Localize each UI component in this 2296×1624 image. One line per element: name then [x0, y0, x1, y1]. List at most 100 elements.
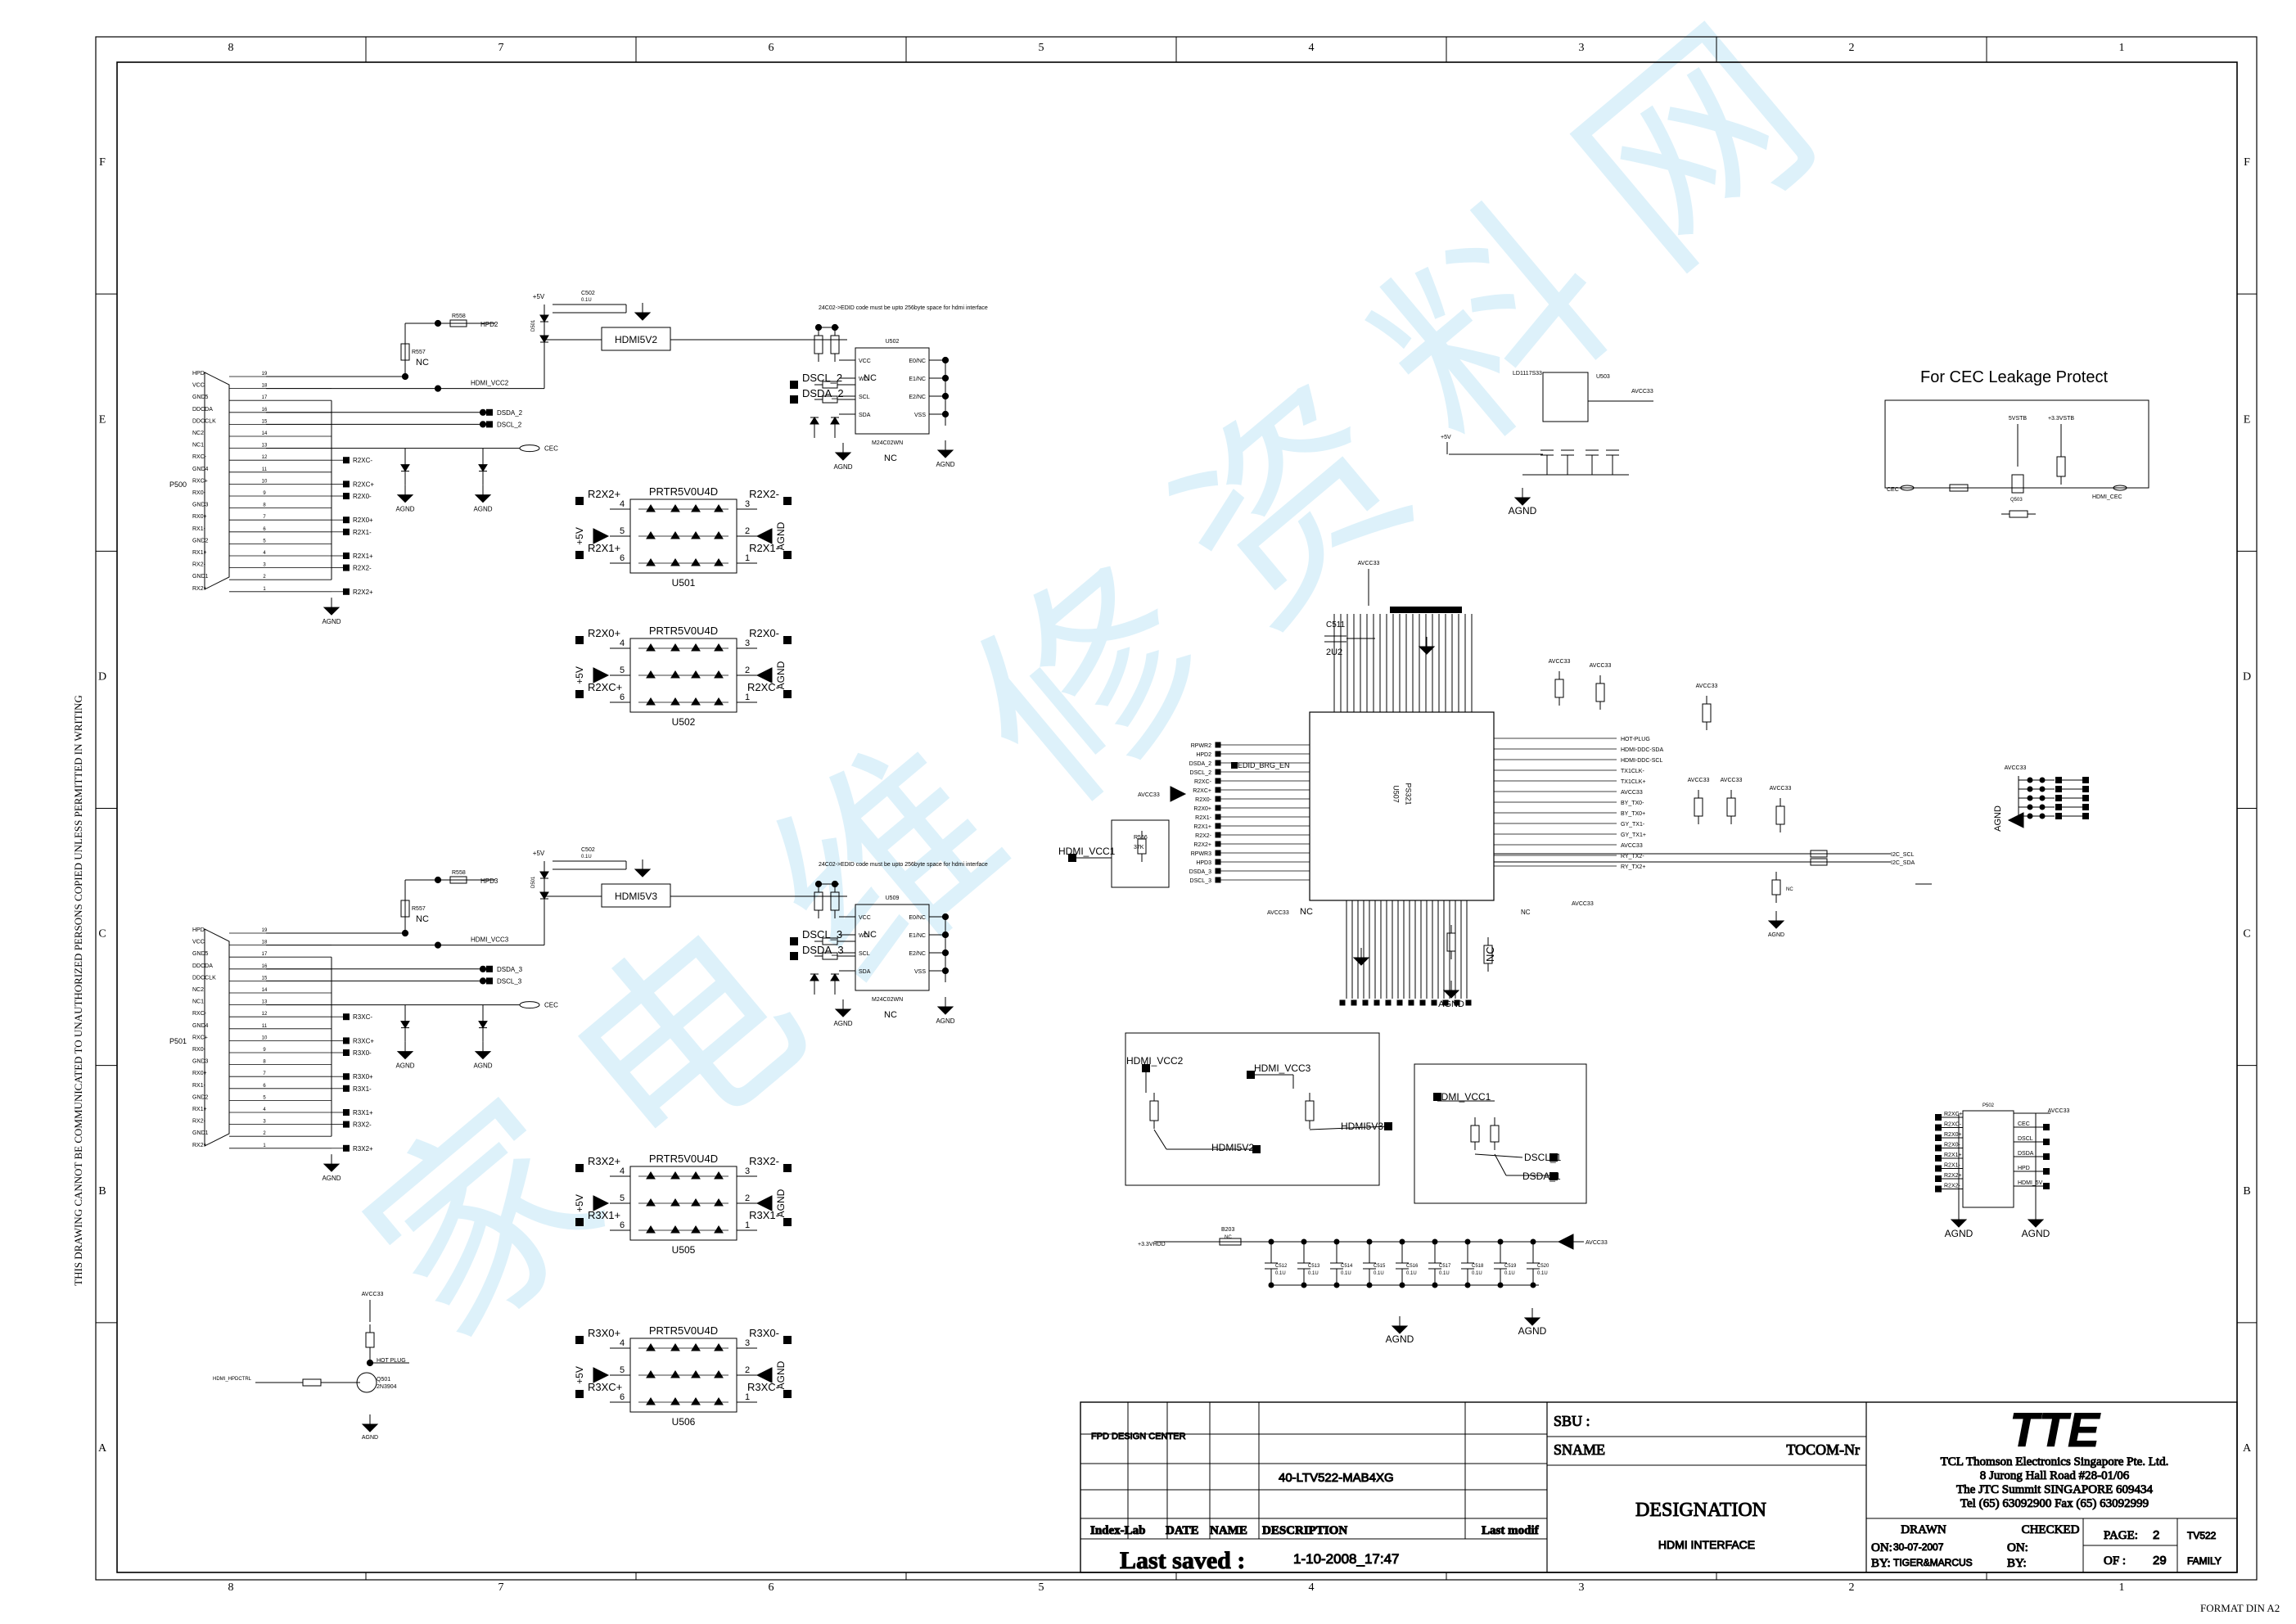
- supply-arrow: [756, 1195, 773, 1211]
- page-label: PAGE:: [2104, 1529, 2138, 1542]
- reg-output: AVCC33: [1631, 389, 1653, 395]
- agnd-label: AGND: [775, 1189, 787, 1217]
- junction-dot: [401, 929, 409, 937]
- pin-name: GND3: [192, 503, 209, 508]
- ref: C502: [581, 291, 595, 296]
- cec-port: [519, 444, 540, 453]
- col-label-top: 6: [769, 42, 774, 54]
- esd-pin: 3: [745, 1338, 750, 1348]
- esd-pin: 2: [745, 1365, 750, 1375]
- pin-number: 1: [263, 1144, 266, 1148]
- esd-diode: [714, 1225, 724, 1234]
- diode: [539, 891, 549, 900]
- dsda-net: DSDA_2: [802, 387, 844, 399]
- of-label: OF :: [2104, 1554, 2126, 1568]
- esd-diode: [714, 1397, 724, 1405]
- esd-array-U506: [575, 1336, 792, 1413]
- esd-diode: [691, 697, 701, 706]
- cap-ref: C520: [1537, 1264, 1549, 1269]
- avcc-label: AVCC33: [1590, 663, 1612, 669]
- cap-value: 0.1U: [1406, 1271, 1417, 1276]
- ic-left-net: DSDA_3: [1189, 869, 1211, 875]
- esd-array-U501: [575, 497, 792, 574]
- cec-transistor: [2011, 474, 2024, 494]
- vcc-net: HDMI_VCC1: [1434, 1091, 1491, 1103]
- diode: [539, 314, 549, 323]
- net-port: [1215, 805, 1221, 811]
- hdmi-connector-P501: [204, 859, 954, 1172]
- resistor: [1554, 679, 1564, 698]
- net-port: [486, 408, 493, 416]
- net-port: [1455, 607, 1462, 613]
- dscl-net: DSCL_2: [802, 372, 842, 384]
- pin-name: GND2: [192, 1094, 209, 1100]
- net-port: [486, 965, 493, 972]
- net-port: [2055, 795, 2062, 801]
- net-port: [343, 564, 350, 571]
- eeprom-pin: E2/NC: [909, 395, 926, 400]
- net-port: [1396, 607, 1403, 613]
- ic-right-net: GY_TX1-: [1621, 822, 1645, 828]
- pin-number: 13: [262, 444, 268, 449]
- drawing-frame: [95, 36, 2258, 1581]
- watermark-glyph: 料: [1333, 165, 1655, 490]
- net-port: [343, 480, 350, 488]
- junction-dot: [434, 385, 442, 392]
- net-port: [1215, 832, 1221, 838]
- pin-name: GND4: [192, 1023, 209, 1029]
- esd-net: R2X2-: [749, 488, 779, 500]
- hotplug-in: HDMI_HPDCTRL: [213, 1377, 252, 1382]
- plus5v-label: +5V: [533, 293, 545, 300]
- esd-diode: [691, 1198, 701, 1207]
- esd-ref: U502: [672, 716, 696, 728]
- esd-diode: [670, 504, 680, 512]
- pin-name: RX2+: [192, 1143, 207, 1148]
- junction-dot: [2039, 804, 2046, 810]
- net-port: [1215, 796, 1221, 802]
- eeprom-pin: E2/NC: [909, 951, 926, 957]
- pin-number: 8: [263, 503, 266, 508]
- decoupling-caps: [1154, 1234, 1584, 1334]
- net-port: [1410, 607, 1416, 613]
- esd-net: R3X1-: [749, 1209, 779, 1221]
- eeprom-chip: [855, 904, 930, 991]
- junction-dot: [479, 965, 487, 972]
- ground-symbol: [936, 1006, 954, 1015]
- junction-dot: [1497, 1238, 1504, 1245]
- esd-diode: [646, 531, 656, 539]
- pin-name: GND2: [192, 538, 209, 544]
- esd-diode: [714, 670, 724, 679]
- net-port: [343, 517, 350, 524]
- resistor: [2056, 456, 2066, 477]
- eeprom-pin: VCC: [859, 915, 871, 921]
- eeprom-ref: U509: [886, 895, 900, 901]
- ic-right-net: AVCC33: [1621, 843, 1643, 849]
- plus5v-label: +5V: [574, 527, 585, 545]
- junction-dot: [2039, 813, 2046, 819]
- vcc-net: HDMI_VCC3: [471, 936, 509, 944]
- junction-dot: [1333, 1238, 1340, 1245]
- col-label-bottom: 7: [498, 1581, 504, 1594]
- signal-net: R3X2+: [353, 1145, 373, 1153]
- net-port: [1215, 769, 1221, 775]
- ground-symbol: [396, 1051, 414, 1060]
- junction-dot: [1432, 1238, 1438, 1245]
- cec-leakage-block: For CEC Leakage Protect 5VSTB+3.3VSTBQ50…: [1884, 368, 2149, 518]
- esd-pin: 6: [620, 1220, 625, 1230]
- ic-right-net: GY_TX1+: [1621, 832, 1646, 838]
- cec-q: Q503: [2010, 498, 2023, 503]
- agnd-label: AGND: [936, 461, 954, 468]
- ic-right-net: BY_TX0-: [1621, 801, 1644, 806]
- esd-pin: 1: [745, 692, 750, 702]
- net-port: [2043, 1183, 2050, 1189]
- avcc-label: AVCC33: [1572, 901, 1594, 907]
- diode: [478, 1021, 488, 1029]
- pin-number: 14: [262, 988, 268, 993]
- checked-by-label: BY:: [2007, 1557, 2027, 1570]
- net-port: [2082, 777, 2089, 783]
- cap-value: 0.1U: [581, 855, 592, 859]
- resistor: [814, 335, 823, 354]
- header-ref: P502: [1982, 1103, 1995, 1108]
- junction-dot: [2027, 795, 2033, 801]
